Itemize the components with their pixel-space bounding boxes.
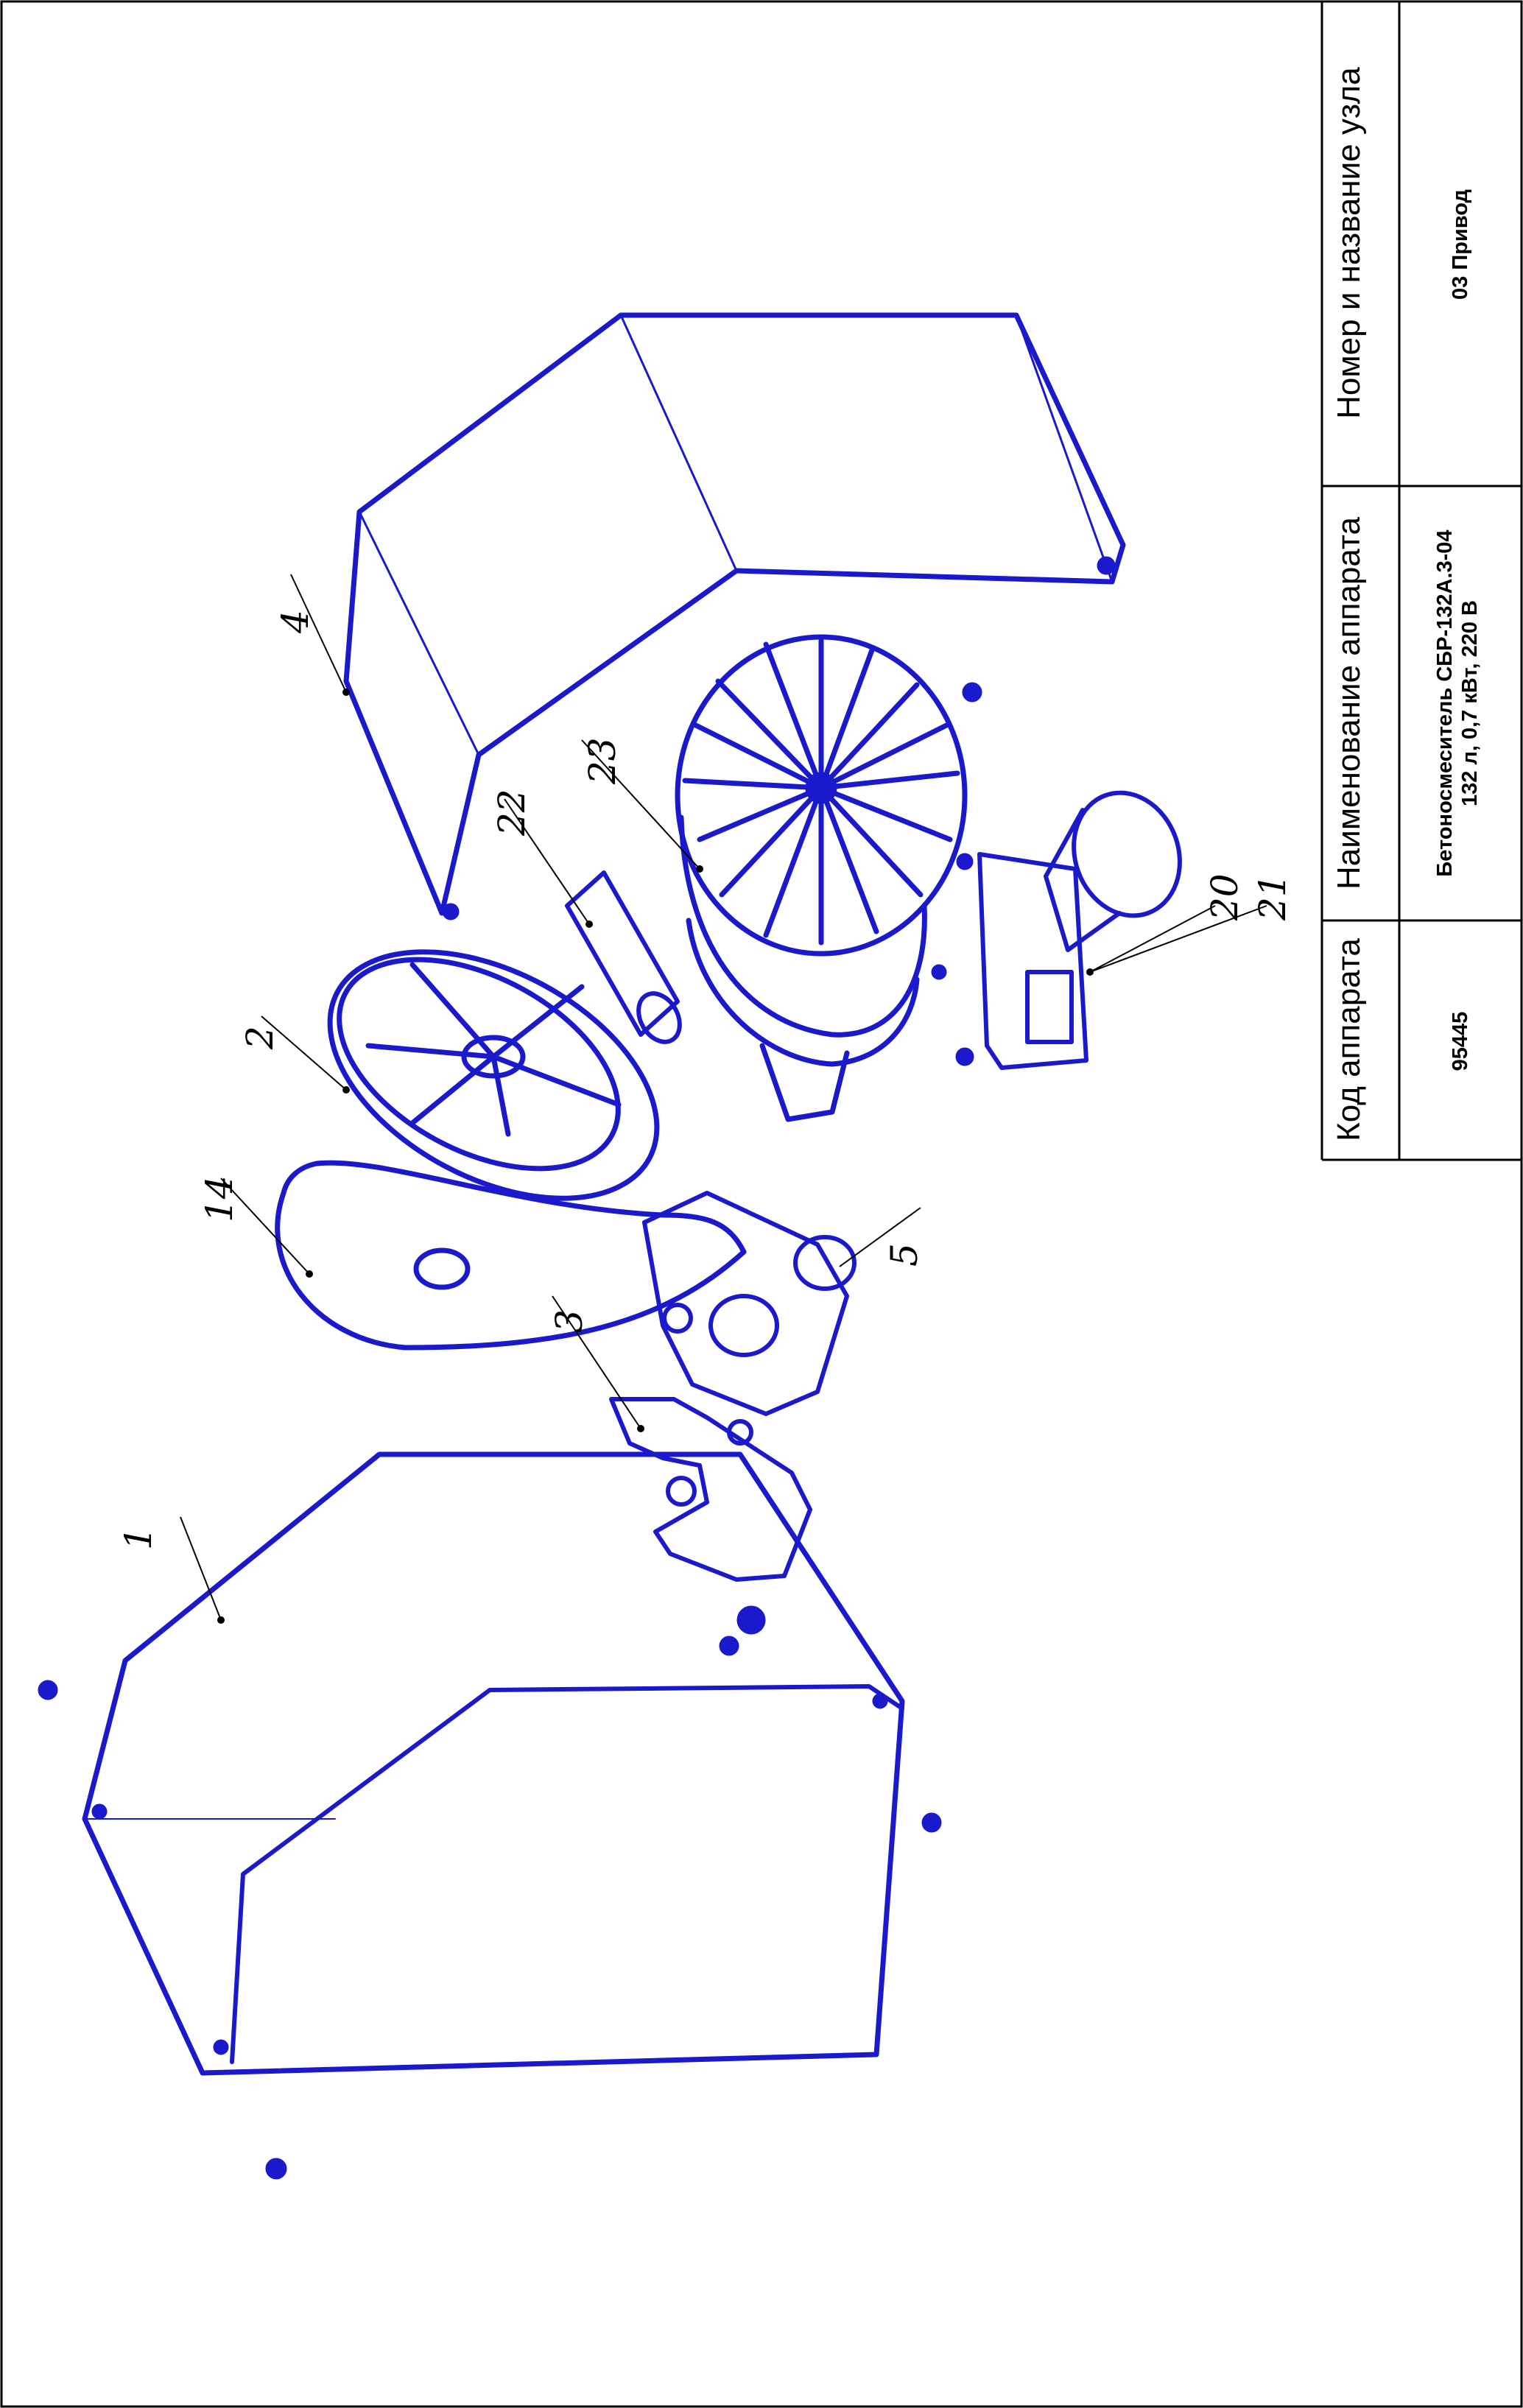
leader-dots bbox=[217, 689, 1094, 1624]
callout-22: 22 bbox=[490, 789, 533, 837]
callout-2: 2 bbox=[239, 1026, 281, 1050]
housing-part-1 bbox=[82, 1451, 905, 2076]
plug-box-part-20-21 bbox=[977, 790, 1182, 1070]
callout-1: 1 bbox=[117, 1527, 160, 1550]
pulley-part-2 bbox=[327, 949, 660, 1201]
callout-23: 23 bbox=[581, 737, 624, 785]
leader-lines bbox=[180, 574, 1267, 1621]
title-block-grid bbox=[1320, 1, 1522, 1161]
capacitor-part-22 bbox=[565, 870, 682, 1044]
value-apparatus-name: Бетоносмеситель СБР-132А.3-04 132 л, 0,7… bbox=[1432, 409, 1488, 998]
value-apparatus-name-line1: Бетоносмеситель СБР-132А.3-04 bbox=[1433, 529, 1457, 877]
callout-14: 14 bbox=[198, 1175, 241, 1222]
callout-labels: 1 2 3 4 5 14 20 21 22 23 bbox=[117, 610, 1294, 1550]
fasteners bbox=[38, 682, 982, 2180]
callout-20: 20 bbox=[1203, 873, 1246, 921]
motor-part-23 bbox=[675, 634, 968, 1122]
header-node-number-name: Номер и название узла bbox=[1331, 67, 1367, 419]
callout-5: 5 bbox=[883, 1243, 926, 1267]
value-apparatus-name-line2: 132 л, 0,7 кВт, 220 В bbox=[1458, 600, 1482, 806]
bracket-part-3 bbox=[609, 1397, 812, 1582]
tensioner-part-5 bbox=[642, 1191, 857, 1416]
value-node-number-name: 03 Привод bbox=[1449, 189, 1472, 300]
callout-3: 3 bbox=[548, 1309, 591, 1333]
callout-4: 4 bbox=[274, 610, 317, 634]
cover-part-4 bbox=[343, 312, 1126, 920]
callout-21: 21 bbox=[1251, 873, 1294, 921]
belt-part-14 bbox=[275, 1160, 747, 1351]
